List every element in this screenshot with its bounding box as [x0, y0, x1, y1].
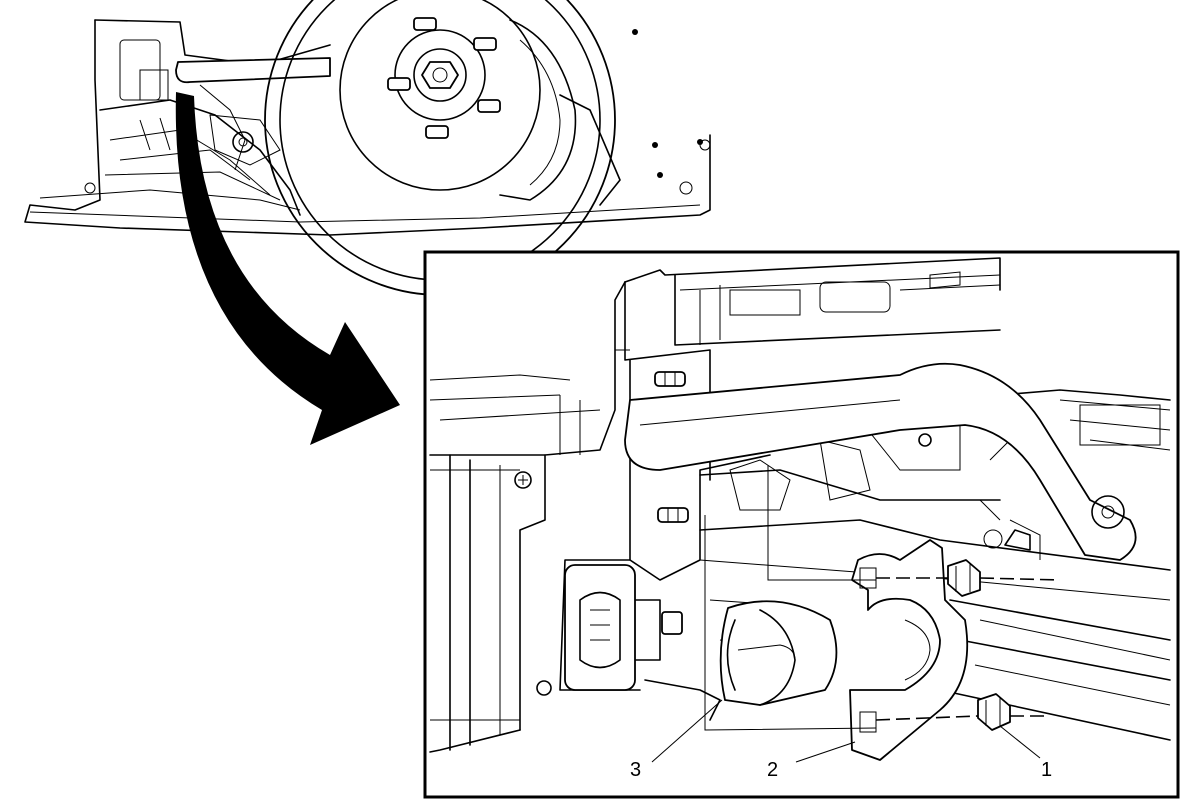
callout-2-label: 2	[767, 759, 778, 781]
callout-2: 2	[767, 741, 856, 781]
detail-view-illustration	[429, 257, 1171, 761]
detail-frame	[423, 250, 1180, 799]
nut-icon	[947, 559, 1011, 731]
wheel-stud-icon	[387, 17, 501, 139]
callout-3-label: 3	[630, 759, 641, 781]
callout-1-label: 1	[1041, 759, 1052, 781]
stud-icon	[654, 371, 689, 523]
callout-3: 3	[630, 699, 723, 781]
callout-1: 1	[999, 725, 1052, 781]
zoom-arrow-icon	[175, 92, 400, 445]
